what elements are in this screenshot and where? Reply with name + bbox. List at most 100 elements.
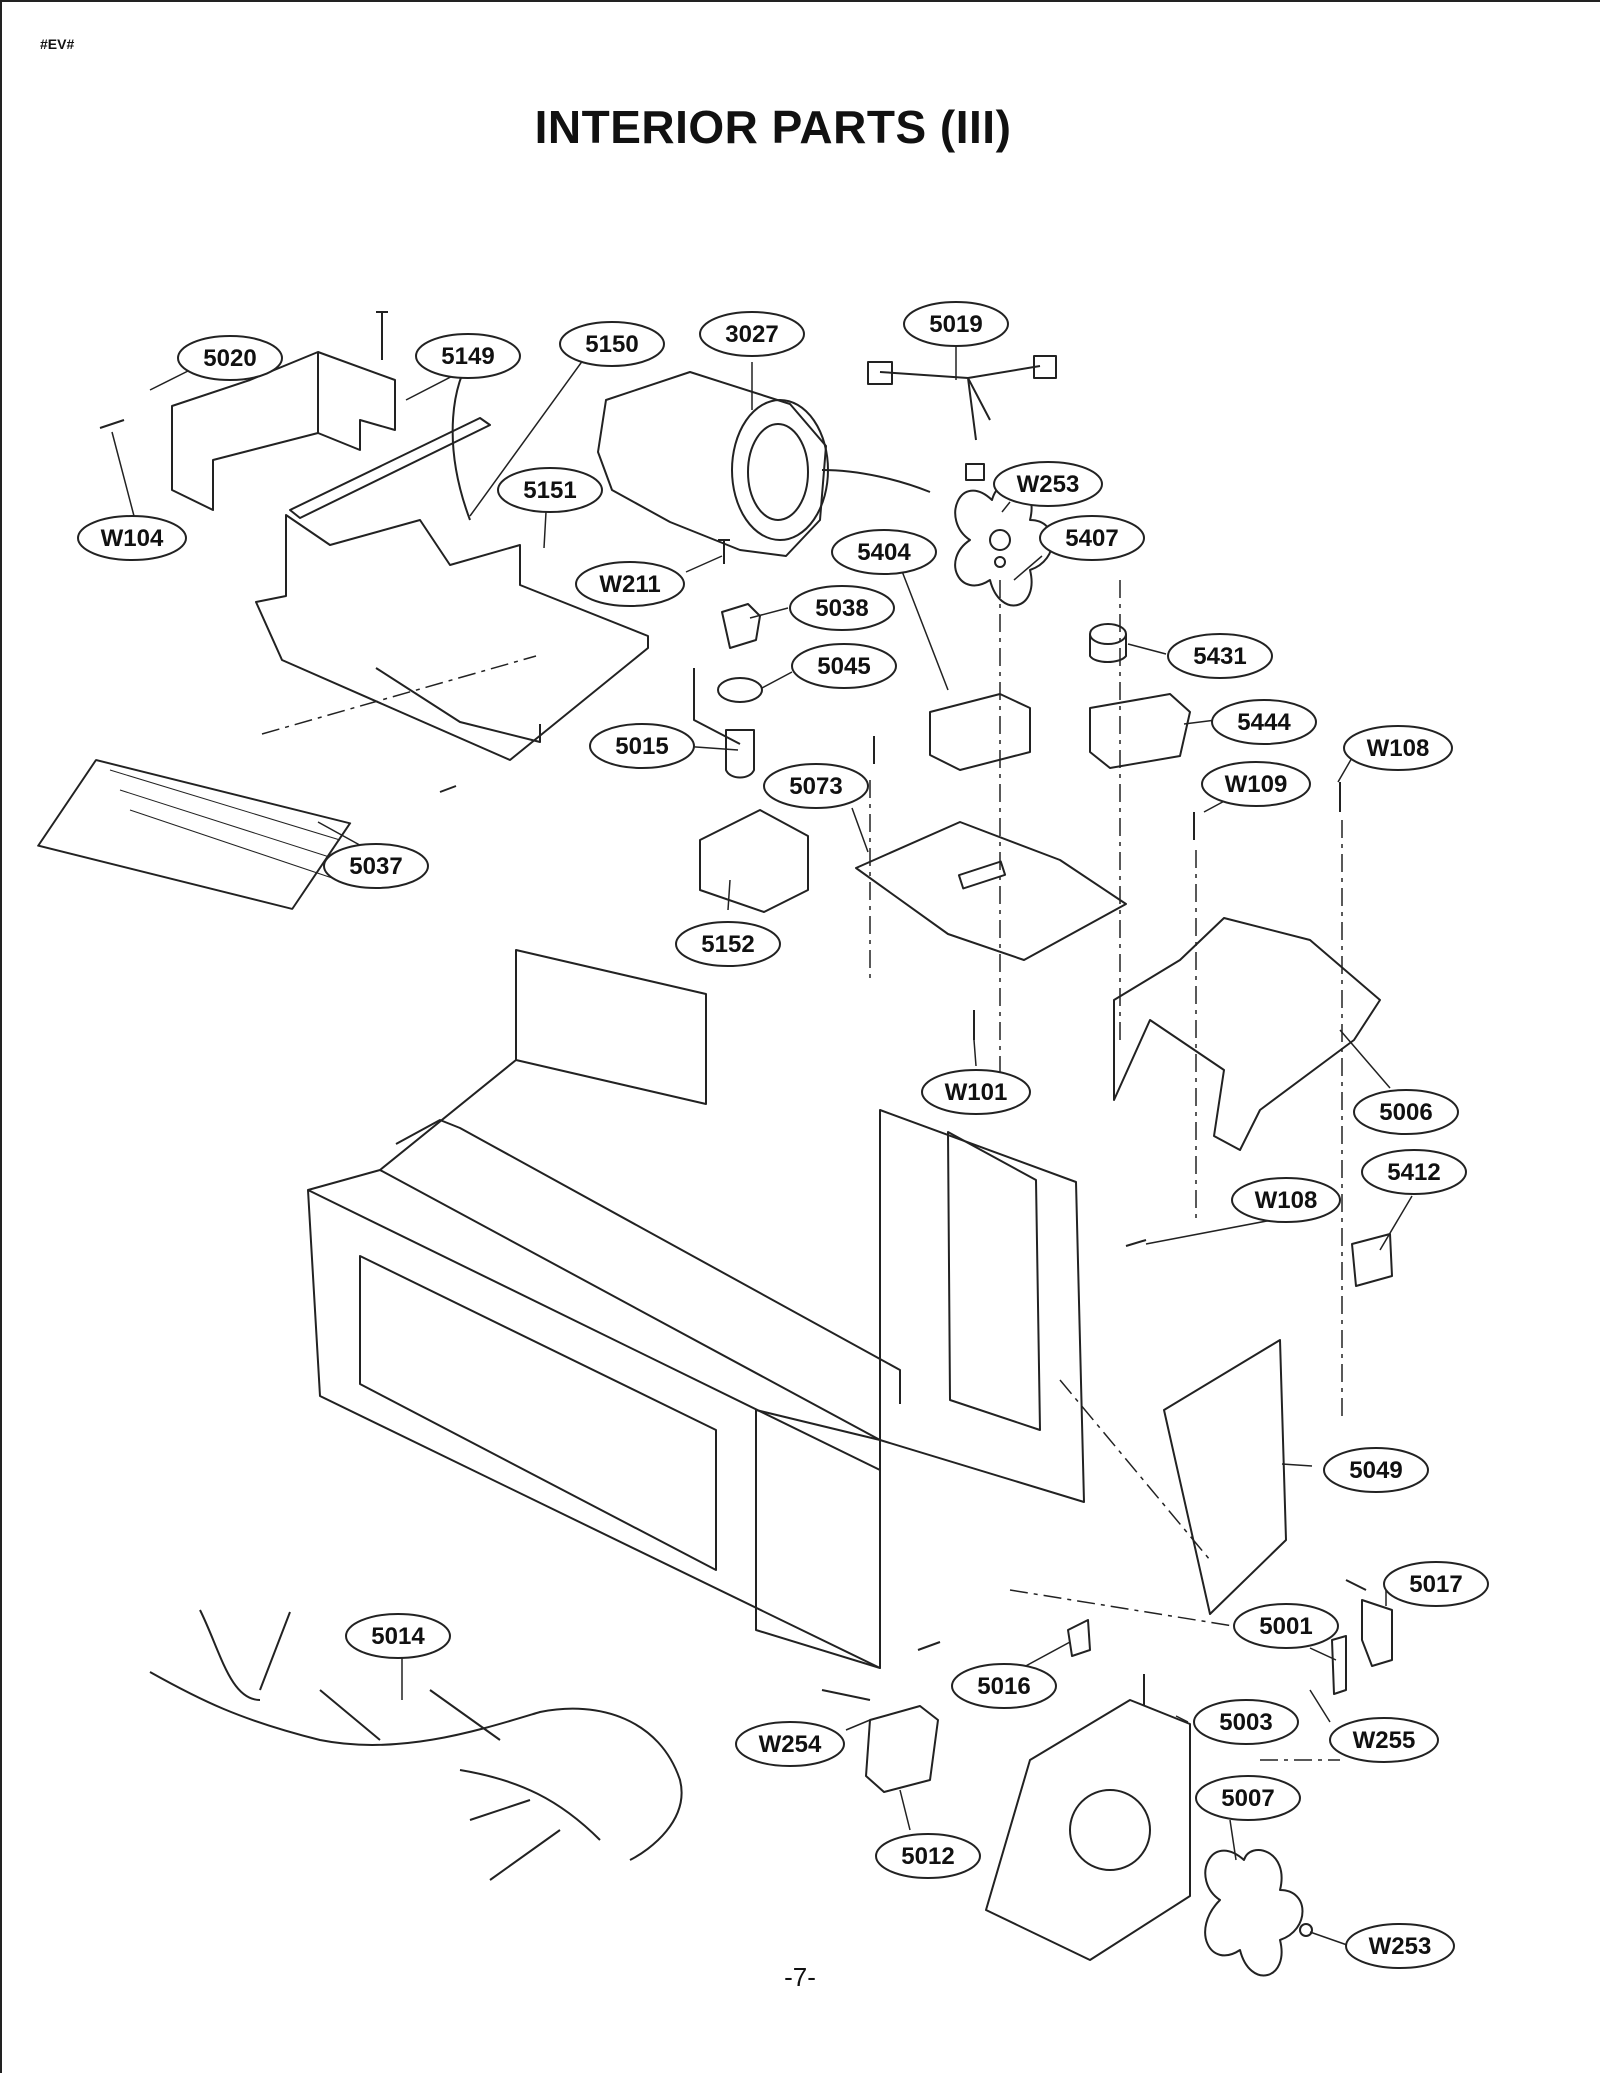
callout-5003: 5003 bbox=[1193, 1699, 1299, 1745]
part-5038-switch bbox=[721, 603, 761, 649]
part-5404-motor bbox=[929, 693, 1031, 771]
svg-text:5152: 5152 bbox=[701, 931, 754, 958]
svg-text:5015: 5015 bbox=[615, 733, 668, 760]
part-5412-switch bbox=[1351, 1233, 1393, 1287]
callout-5007: 5007 bbox=[1195, 1775, 1301, 1821]
svg-text:5407: 5407 bbox=[1065, 525, 1118, 552]
part-3027-blower bbox=[597, 371, 827, 557]
callout-W109: W109 bbox=[1201, 761, 1311, 807]
svg-text:W255: W255 bbox=[1353, 1727, 1416, 1754]
callout-W211: W211 bbox=[575, 561, 685, 607]
callout-5015: 5015 bbox=[589, 723, 695, 769]
part-5016-sensor bbox=[1067, 1619, 1091, 1657]
callout-5038: 5038 bbox=[789, 585, 895, 631]
callout-5151: 5151 bbox=[497, 467, 603, 513]
callout-5014: 5014 bbox=[345, 1613, 451, 1659]
callout-5001: 5001 bbox=[1233, 1603, 1339, 1649]
callout-W254: W254 bbox=[735, 1721, 845, 1767]
callout-5012: 5012 bbox=[875, 1833, 981, 1879]
callout-5431: 5431 bbox=[1167, 633, 1273, 679]
leader-lines bbox=[111, 346, 1413, 1947]
part-5006-duct bbox=[1113, 917, 1381, 1151]
svg-text:5149: 5149 bbox=[441, 343, 494, 370]
part-5007-fan bbox=[1204, 1849, 1304, 1977]
callout-5152: 5152 bbox=[675, 921, 781, 967]
svg-text:5016: 5016 bbox=[977, 1673, 1030, 1700]
part-5150-rail bbox=[289, 417, 491, 519]
svg-text:5014: 5014 bbox=[371, 1623, 425, 1650]
callout-W255: W255 bbox=[1329, 1717, 1439, 1763]
svg-text:W253: W253 bbox=[1369, 1933, 1432, 1960]
part-5152-housing bbox=[699, 809, 809, 913]
callout-5073: 5073 bbox=[763, 763, 869, 809]
callout-5150: 5150 bbox=[559, 321, 665, 367]
part-5017-clip bbox=[1361, 1599, 1393, 1667]
part-5037-filter bbox=[37, 759, 352, 910]
svg-text:W211: W211 bbox=[599, 571, 660, 598]
svg-text:5150: 5150 bbox=[585, 331, 638, 358]
callout-5149: 5149 bbox=[415, 333, 521, 379]
part-5073-plate bbox=[855, 821, 1127, 961]
svg-text:5412: 5412 bbox=[1387, 1159, 1440, 1186]
svg-text:W109: W109 bbox=[1225, 771, 1288, 798]
part-5014-harness bbox=[149, 1671, 683, 1861]
callout-5049: 5049 bbox=[1323, 1447, 1429, 1493]
model-code: #EV# bbox=[40, 36, 75, 52]
callout-W253-bottom: W253 bbox=[1345, 1923, 1455, 1969]
svg-text:5431: 5431 bbox=[1193, 643, 1246, 670]
svg-text:W108: W108 bbox=[1367, 735, 1430, 762]
callout-5016: 5016 bbox=[951, 1663, 1057, 1709]
screws bbox=[99, 311, 1367, 1937]
callout-W253-top: W253 bbox=[993, 461, 1103, 507]
svg-text:5151: 5151 bbox=[523, 477, 576, 504]
part-5019-harness bbox=[879, 365, 1041, 441]
part-main-cavity bbox=[307, 1189, 881, 1669]
svg-text:5007: 5007 bbox=[1221, 1785, 1274, 1812]
part-5407-fan bbox=[954, 481, 1054, 607]
part-5015-knob bbox=[725, 729, 755, 779]
callout-5404: 5404 bbox=[831, 529, 937, 575]
svg-text:W254: W254 bbox=[759, 1731, 822, 1758]
svg-text:5006: 5006 bbox=[1379, 1099, 1432, 1126]
assembly-lines bbox=[261, 580, 1343, 1761]
part-5045-ring bbox=[717, 677, 763, 703]
svg-text:5017: 5017 bbox=[1409, 1571, 1462, 1598]
callouts: 5020 5149 5150 3027 5019 W104 5151 W253 … bbox=[77, 301, 1489, 1969]
callout-5045: 5045 bbox=[791, 643, 897, 689]
part-5151-plate bbox=[255, 514, 649, 761]
svg-text:5012: 5012 bbox=[901, 1843, 954, 1870]
part-5001-bracket bbox=[1331, 1635, 1347, 1695]
callout-W101: W101 bbox=[921, 1069, 1031, 1115]
callout-W108-mid: W108 bbox=[1231, 1177, 1341, 1223]
svg-text:5049: 5049 bbox=[1349, 1457, 1402, 1484]
svg-text:5003: 5003 bbox=[1219, 1709, 1272, 1736]
part-right-side-panel bbox=[879, 1109, 1085, 1503]
callout-5412: 5412 bbox=[1361, 1149, 1467, 1195]
callout-5017: 5017 bbox=[1383, 1561, 1489, 1607]
svg-text:5073: 5073 bbox=[789, 773, 842, 800]
callout-5020: 5020 bbox=[177, 335, 283, 381]
svg-text:5444: 5444 bbox=[1237, 709, 1291, 736]
callout-5407: 5407 bbox=[1039, 515, 1145, 561]
part-5049-panel bbox=[1163, 1339, 1287, 1615]
svg-text:3027: 3027 bbox=[725, 321, 778, 348]
part-5012-motor bbox=[865, 1705, 939, 1793]
svg-text:5045: 5045 bbox=[817, 653, 870, 680]
svg-text:5019: 5019 bbox=[929, 311, 982, 338]
svg-text:W108: W108 bbox=[1255, 1187, 1318, 1214]
svg-text:5037: 5037 bbox=[349, 853, 402, 880]
svg-text:5020: 5020 bbox=[203, 345, 256, 372]
callout-5019: 5019 bbox=[903, 301, 1009, 347]
svg-text:5404: 5404 bbox=[857, 539, 911, 566]
callout-5444: 5444 bbox=[1211, 699, 1317, 745]
callout-3027: 3027 bbox=[699, 311, 805, 357]
svg-text:5038: 5038 bbox=[815, 595, 868, 622]
svg-text:W101: W101 bbox=[945, 1079, 1008, 1106]
page-title: INTERIOR PARTS (III) bbox=[534, 101, 1012, 153]
part-5444-motor bbox=[1089, 693, 1191, 769]
callout-W104: W104 bbox=[77, 515, 187, 561]
page-number: -7- bbox=[784, 1962, 816, 1992]
svg-text:W253: W253 bbox=[1017, 471, 1080, 498]
svg-text:5001: 5001 bbox=[1259, 1613, 1312, 1640]
